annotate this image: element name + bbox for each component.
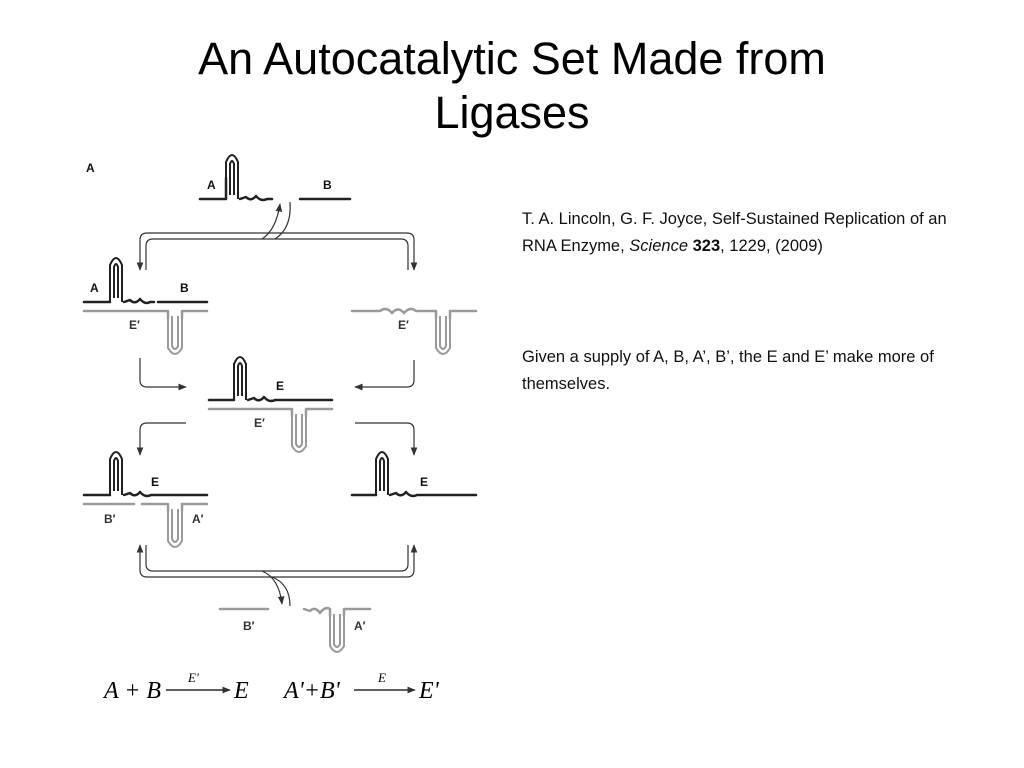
ll-e-label: E — [151, 475, 159, 489]
reaction-equations: A + B E' E A'+B' E E' — [102, 670, 440, 704]
top-loop-track — [136, 201, 418, 271]
center-eprime-label: E′ — [254, 416, 265, 430]
center-e-label: E — [276, 379, 284, 393]
top-a-strand — [198, 176, 274, 202]
title-line-2: Ligases — [434, 87, 590, 138]
panel-label: A — [86, 161, 95, 175]
bottom-aprime-label: A′ — [354, 619, 366, 633]
eq1-lhs: A + B — [102, 678, 161, 704]
bottom-loop-track — [136, 544, 418, 607]
top-a-hairpin — [225, 154, 239, 199]
ll-aprime-label: A′ — [192, 512, 204, 526]
upper-left-complex: A B E′ — [82, 257, 209, 355]
top-a-label: A — [207, 178, 216, 192]
citation-pages-year: , 1229, (2009) — [720, 237, 823, 255]
lower-right-e: E — [350, 451, 478, 498]
top-substrates: A B — [198, 154, 352, 202]
center-arrows — [136, 358, 418, 456]
bottom-bprime-label: B′ — [243, 619, 255, 633]
eq2-catalyst: E — [377, 670, 386, 685]
lower-left-complex: E B′ A′ — [82, 451, 209, 548]
eq2-lhs: A'+B' — [282, 678, 341, 704]
explanation-note: Given a supply of A, B, A’, B’, the E an… — [522, 348, 934, 393]
top-b-label: B — [323, 178, 332, 192]
citation-journal: Science — [629, 237, 688, 255]
ll-bprime-label: B′ — [104, 512, 116, 526]
citation-volume: 323 — [692, 237, 721, 255]
ul-b-label: B — [180, 281, 189, 295]
title-line-1: An Autocatalytic Set Made from — [198, 33, 826, 84]
citation-authors-title: T. A. Lincoln, G. F. Joyce, Self-Sustain… — [522, 210, 947, 255]
bottom-substrates: B′ A′ — [218, 606, 372, 653]
eq1-rhs: E — [233, 678, 249, 704]
lr-e-label: E — [420, 475, 428, 489]
eq1-catalyst: E' — [187, 670, 199, 685]
ul-eprime-label: E′ — [129, 318, 140, 332]
upper-right-eprime: E′ — [350, 307, 478, 355]
center-complex: E E′ — [207, 356, 334, 453]
ul-a-label: A — [90, 281, 99, 295]
citation: T. A. Lincoln, G. F. Joyce, Self-Sustain… — [522, 206, 962, 260]
ur-eprime-label: E′ — [398, 318, 409, 332]
top-a-hairpin-inner — [229, 160, 235, 195]
eq2-rhs: E' — [418, 678, 440, 704]
